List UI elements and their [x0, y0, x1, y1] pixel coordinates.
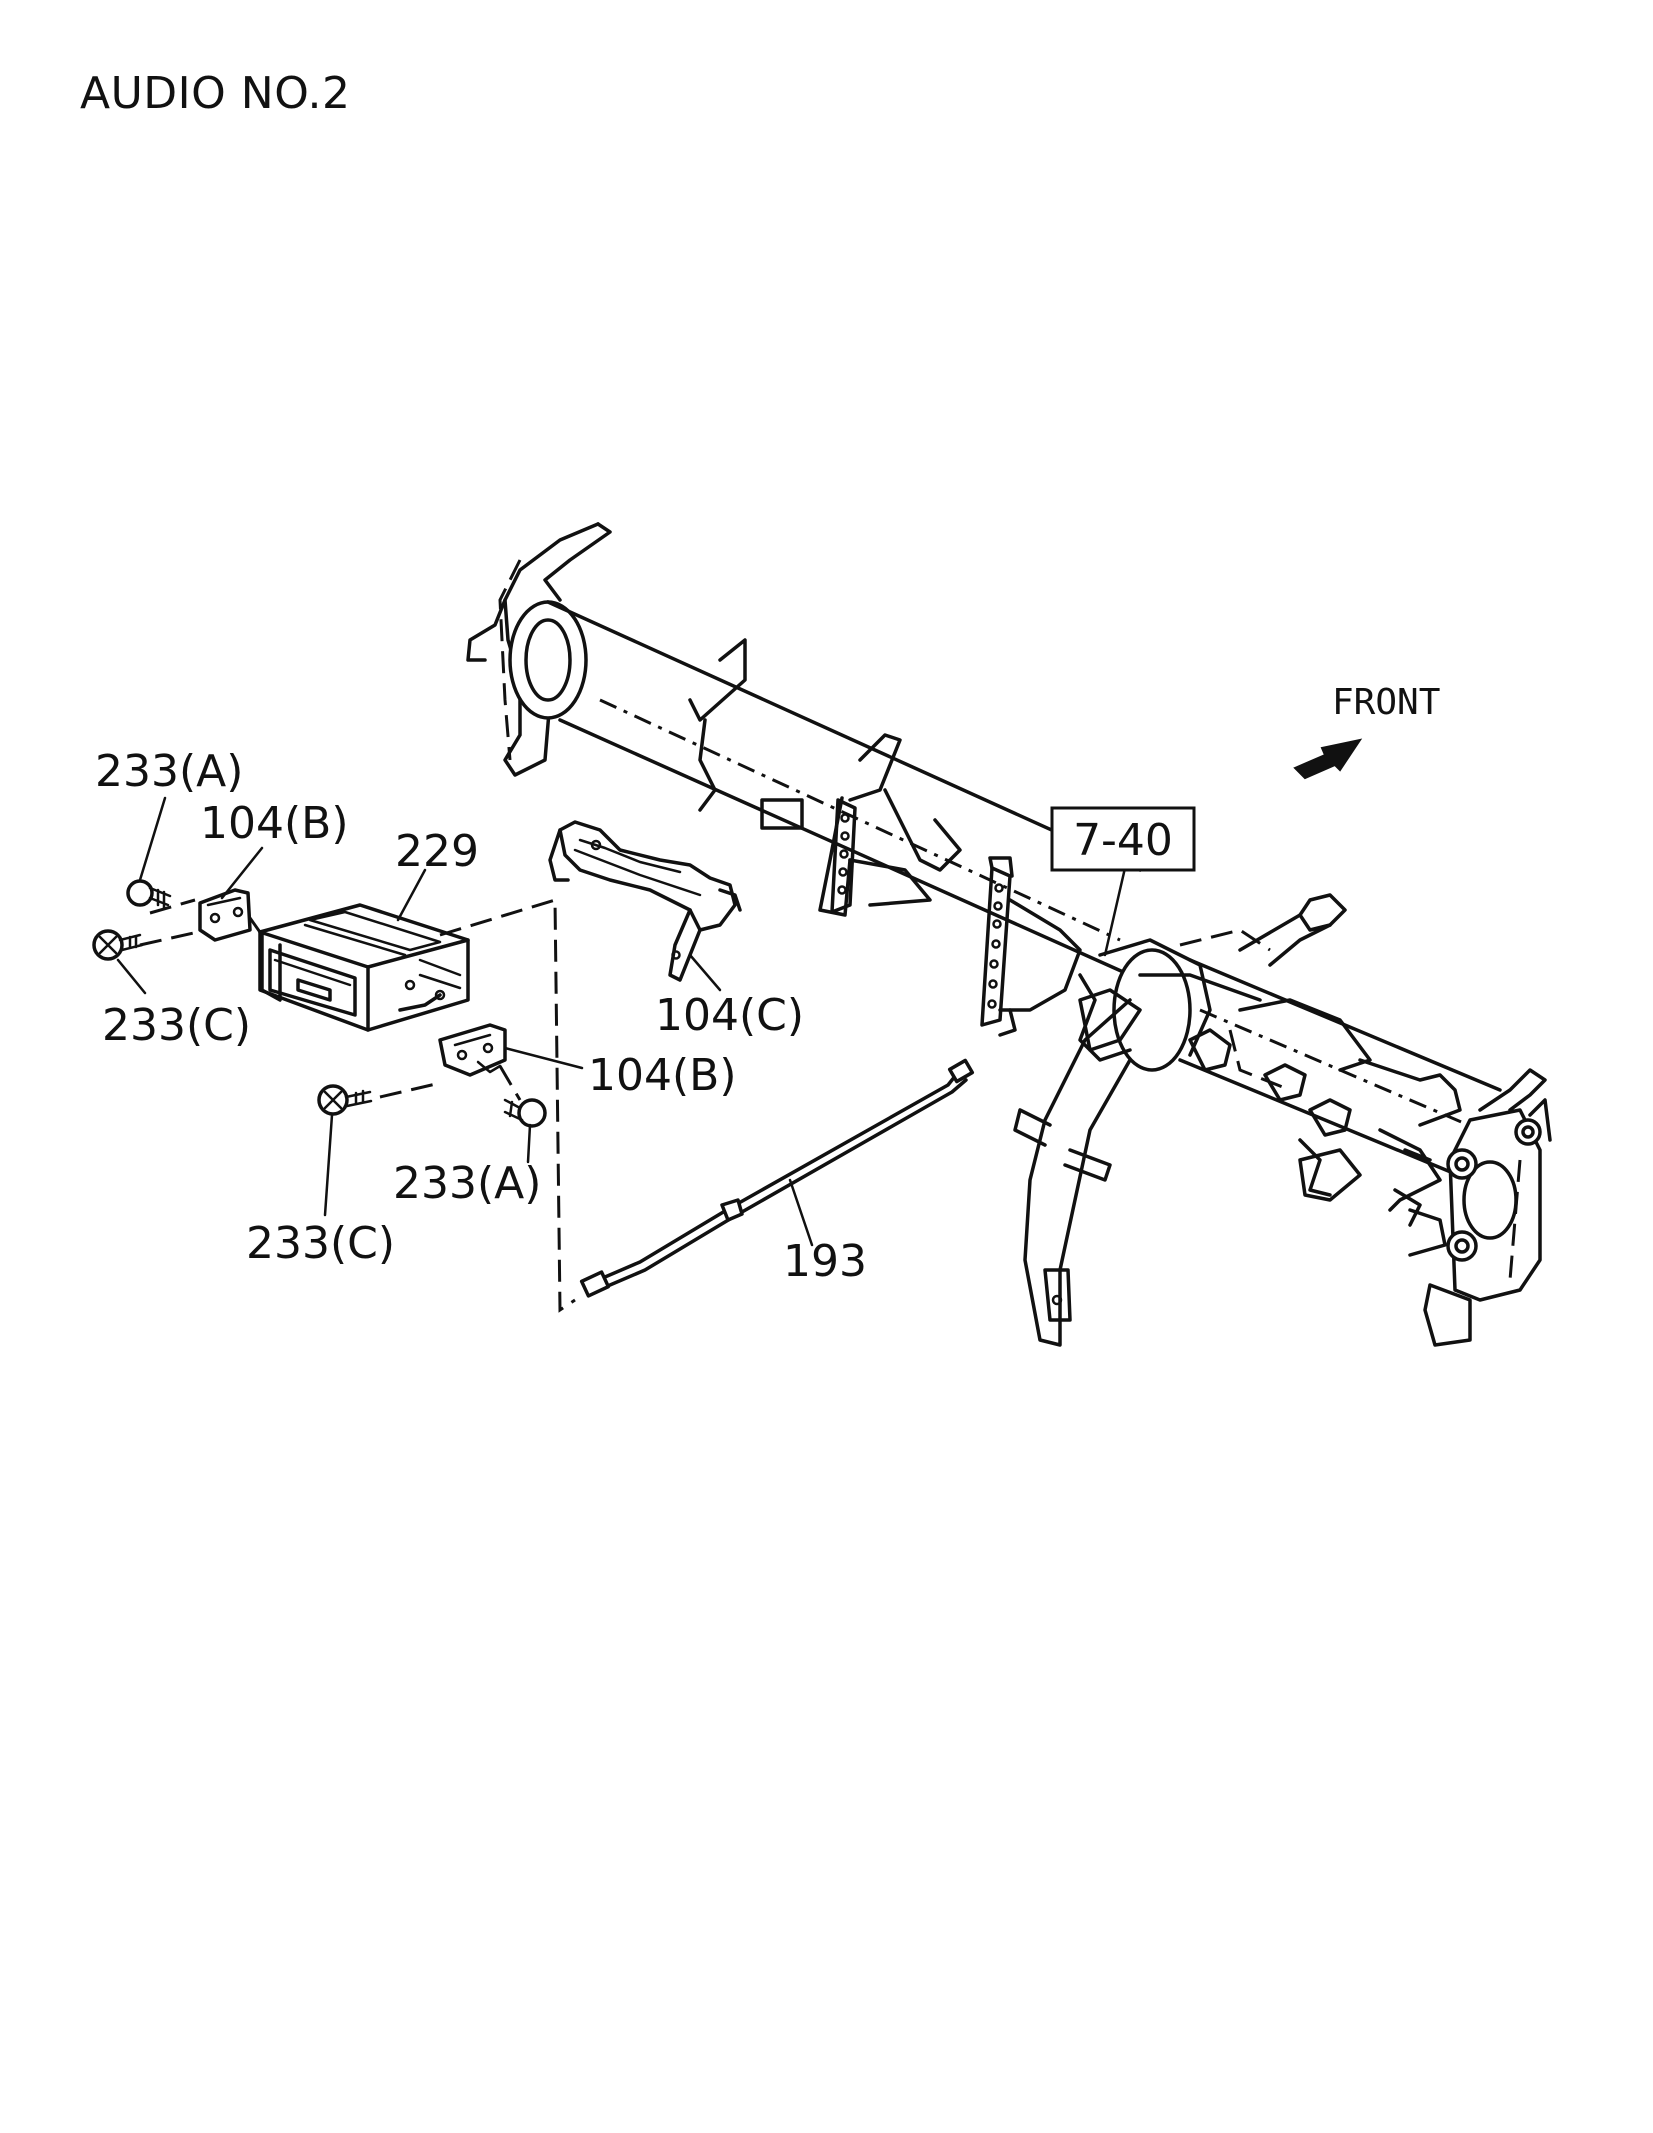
- bracket-104b-upper: [198, 888, 252, 942]
- strip-holes-left: [837, 813, 850, 895]
- audio-unit-229: [258, 903, 470, 1032]
- screw-233a-lower: [503, 1098, 547, 1128]
- cable-193: [579, 1058, 975, 1298]
- bracket-104b-lower: [438, 1023, 507, 1077]
- callout-233a-lower: 233(A): [393, 1158, 541, 1209]
- assembly-guide-lines: [139, 897, 576, 1313]
- callout-193: 193: [783, 1236, 867, 1287]
- callout-104b-upper: 104(B): [200, 798, 349, 849]
- front-arrow-icon: [1293, 738, 1363, 780]
- callout-233a-upper: 233(A): [95, 746, 243, 797]
- page-title: AUDIO NO.2: [80, 68, 351, 119]
- callout-233c-lower: 233(C): [246, 1218, 395, 1269]
- reference-box-label: 7-40: [1073, 815, 1173, 866]
- instrument-panel-beam: [466, 522, 1552, 1347]
- screw-233c-upper: [92, 929, 144, 961]
- strip-holes-right: [987, 883, 1004, 1009]
- front-direction-label: FRONT: [1332, 682, 1440, 723]
- callout-233c-upper: 233(C): [102, 1000, 251, 1051]
- screw-233a-upper: [126, 879, 172, 910]
- callout-104c: 104(C): [655, 990, 804, 1041]
- bracket-104c: [548, 820, 742, 982]
- callout-229: 229: [395, 826, 479, 877]
- reference-box: [1050, 806, 1196, 872]
- leader-lines: [116, 796, 1127, 1247]
- callout-104b-lower: 104(B): [588, 1050, 737, 1101]
- screw-233c-lower: [317, 1084, 373, 1116]
